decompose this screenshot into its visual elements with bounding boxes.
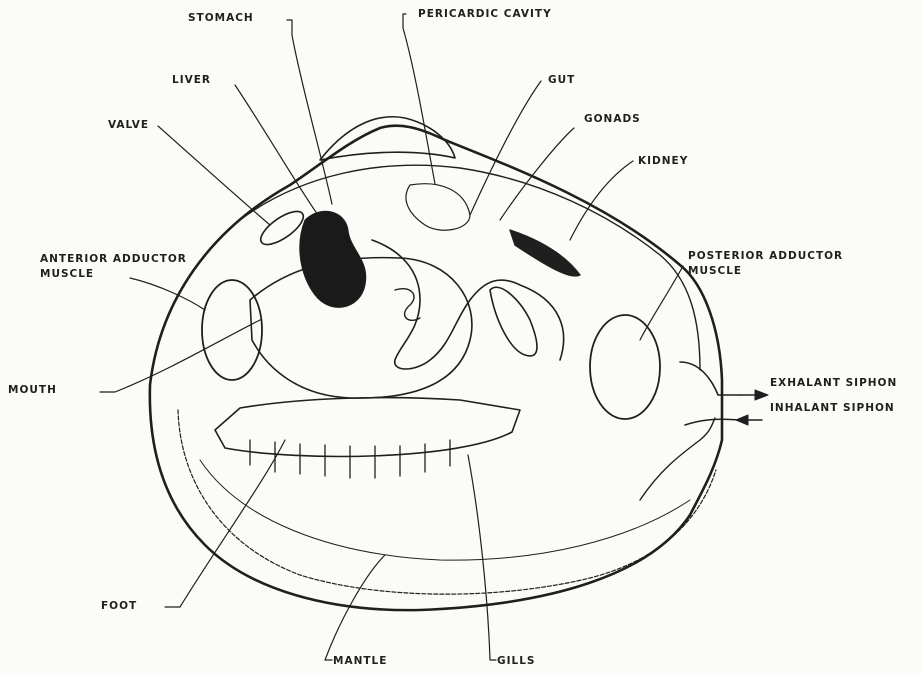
label-gills: GILLS <box>497 655 535 668</box>
pericardic-cavity <box>406 184 470 230</box>
siphon-tube <box>680 362 740 395</box>
label-stomach: STOMACH <box>188 12 254 25</box>
label-mantle: MANTLE <box>333 655 387 668</box>
label-gut: GUT <box>548 74 575 87</box>
label-gonads: GONADS <box>584 113 641 126</box>
label-exhalant-siphon: EXHALANT SIPHON <box>770 377 897 390</box>
label-valve: VALVE <box>108 119 149 132</box>
label-anterior-adductor-line1: ANTERIOR ADDUCTOR <box>40 253 187 266</box>
gill-edge <box>215 398 520 457</box>
gonads <box>510 230 580 276</box>
label-kidney: KIDNEY <box>638 155 688 168</box>
anterior-adductor <box>202 280 262 380</box>
gut <box>372 240 564 369</box>
posterior-adductor <box>590 315 660 419</box>
label-posterior-adductor-line2: MUSCLE <box>688 265 742 278</box>
label-liver: LIVER <box>172 74 211 87</box>
label-posterior-adductor-line1: POSTERIOR ADDUCTOR <box>688 250 843 263</box>
label-mouth: MOUTH <box>8 384 57 397</box>
liver <box>300 211 366 307</box>
label-inhalant-siphon: INHALANT SIPHON <box>770 402 895 415</box>
shell-outline <box>150 126 722 610</box>
mantle-edge <box>178 410 716 594</box>
label-anterior-adductor-line2: MUSCLE <box>40 268 94 281</box>
label-foot: FOOT <box>101 600 137 613</box>
label-pericardic-cavity: PERICARDIC CAVITY <box>418 8 552 21</box>
umbo <box>320 117 455 160</box>
kidney <box>490 287 537 356</box>
